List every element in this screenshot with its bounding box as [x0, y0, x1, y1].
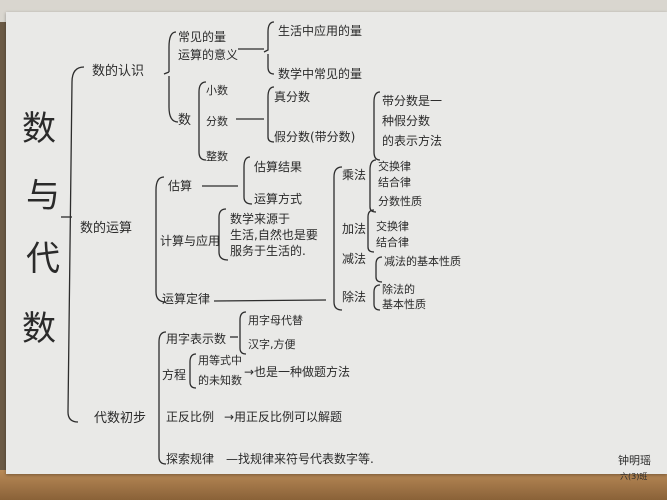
leaf-pattern-symbols: —找规律来符号代表数字等. [226, 452, 374, 466]
branch-number-recognition: 数的认识 [92, 64, 145, 79]
mind-map-paper: 数 与 代 数 数的认识 常见的量 运算的意义 生活中应用的量 数学中常见的量 … [6, 12, 667, 481]
note-letters-line2: 汉字,方便 [248, 338, 296, 351]
title-char-3: 代 [26, 239, 60, 279]
branch-algebra-basics: 代数初步 [94, 411, 147, 426]
node-equation: 方程 [162, 368, 187, 382]
leaf-division-property-1: 除法的 [382, 283, 415, 296]
group-division: 除法 [342, 290, 367, 304]
node-operation-meaning: 运算的意义 [178, 48, 239, 62]
node-common-quantity: 常见的量 [178, 30, 227, 44]
node-decimal: 小数 [206, 84, 228, 97]
node-number: 数 [178, 113, 192, 128]
node-explore-patterns: 探索规律 [166, 452, 215, 466]
leaf-mult-commutative: 交换律 [378, 160, 411, 173]
node-letters-for-numbers: 用字表示数 [166, 332, 227, 346]
leaf-division-property-2: 基本性质 [382, 298, 426, 311]
leaf-math-quantity: 数学中常见的量 [278, 67, 363, 81]
note-letters-line1: 用字母代替 [248, 314, 303, 327]
leaf-proper-fraction: 真分数 [274, 90, 311, 104]
group-addition: 加法 [342, 222, 367, 236]
leaf-improper-fraction: 假分数(带分数) [274, 130, 356, 144]
leaf-proportion-solve: →用正反比例可以解题 [224, 410, 343, 424]
note-mixed-line2: 种假分数 [382, 114, 431, 128]
table-surface [0, 470, 667, 500]
leaf-add-associative: 结合律 [376, 236, 409, 249]
node-fraction: 分数 [206, 115, 228, 128]
note-calc-line3: 服务于生活的. [230, 244, 306, 258]
leaf-estimation-result: 估算结果 [254, 160, 303, 174]
author-class: 六(3)班 [620, 472, 648, 481]
node-proportion: 正反比例 [166, 410, 215, 424]
note-calc-line2: 生活,自然也是要 [230, 228, 318, 242]
leaf-life-quantity: 生活中应用的量 [278, 24, 363, 38]
node-integer: 整数 [206, 150, 228, 163]
note-equation-line2: 的未知数 [198, 374, 242, 387]
note-mixed-line3: 的表示方法 [382, 134, 443, 148]
note-mixed-line1: 带分数是一 [382, 94, 443, 108]
connector-lines [61, 21, 383, 465]
node-operation-laws: 运算定律 [162, 292, 211, 306]
branch-number-operations: 数的运算 [80, 221, 133, 236]
author-name: 钟明瑶 [618, 454, 651, 467]
leaf-add-commutative: 交换律 [376, 220, 409, 233]
title-char-1: 数 [22, 109, 56, 149]
title-char-2: 与 [26, 176, 60, 216]
node-calc-application: 计算与应用 [160, 234, 221, 248]
leaf-operation-method: 运算方式 [254, 192, 303, 206]
group-subtraction: 减法 [342, 252, 367, 266]
title-char-4: 数 [22, 309, 56, 349]
leaf-mult-associative: 结合律 [378, 176, 411, 189]
leaf-equation-method: →也是一种做题方法 [244, 365, 351, 379]
note-calc-line1: 数学来源于 [230, 212, 291, 226]
leaf-fraction-property: 分数性质 [378, 195, 422, 208]
group-multiplication: 乘法 [342, 168, 367, 182]
leaf-subtraction-property: 减法的基本性质 [384, 255, 461, 268]
node-estimation: 估算 [168, 179, 193, 193]
note-equation-line1: 用等式中 [198, 354, 242, 367]
